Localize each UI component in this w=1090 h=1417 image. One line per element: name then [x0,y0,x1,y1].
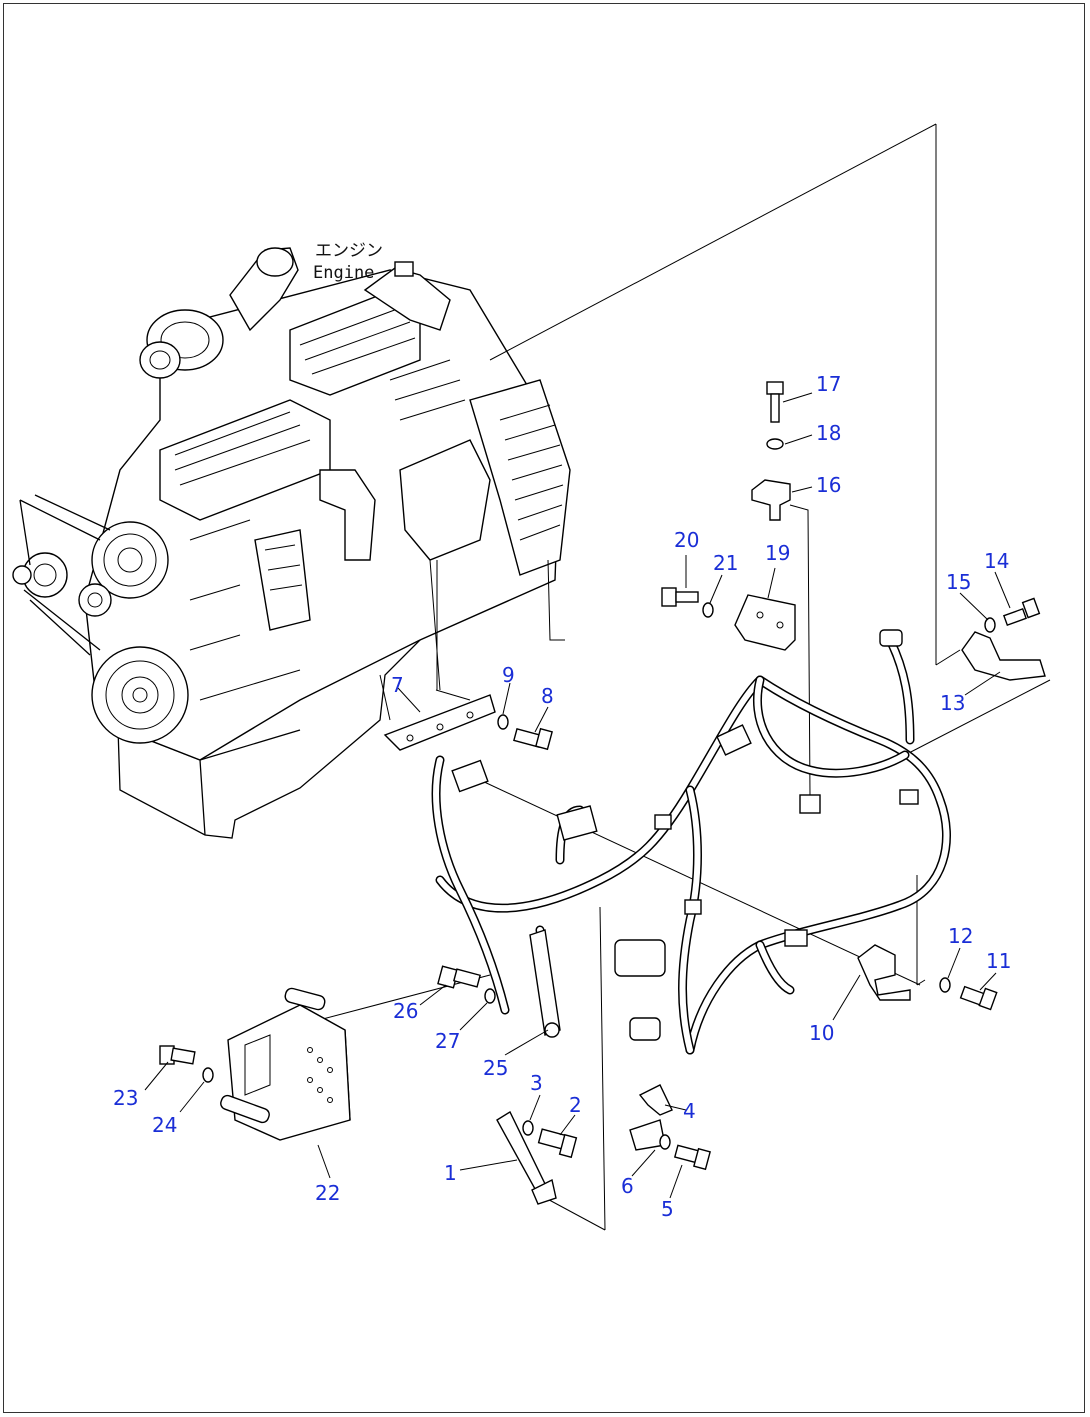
callout-9: 9 [502,663,515,687]
callout-20: 20 [674,528,699,552]
leader-lines [144,392,1011,1199]
callout-3: 3 [530,1071,543,1095]
wiring-harness [431,629,951,1055]
callout-22: 22 [315,1181,340,1205]
callout-13: 13 [940,691,965,715]
parts [159,381,1046,1205]
callout-2: 2 [569,1093,582,1117]
callout-23: 23 [113,1086,138,1110]
callout-11: 11 [986,949,1011,973]
callout-16: 16 [816,473,841,497]
callout-24: 24 [152,1113,177,1137]
callout-18: 18 [816,421,841,445]
callout-19: 19 [765,541,790,565]
callout-27: 27 [435,1029,460,1053]
callout-10: 10 [809,1021,834,1045]
callout-8: 8 [541,684,554,708]
callout-numbers: 1 2 3 4 5 6 7 8 9 10 11 12 13 14 15 16 1… [113,372,1011,1221]
callout-7: 7 [391,673,404,697]
callout-4: 4 [683,1099,696,1123]
callout-21: 21 [713,551,738,575]
callout-15: 15 [946,570,971,594]
callout-25: 25 [483,1056,508,1080]
engine-assembly [12,247,571,839]
callout-6: 6 [621,1174,634,1198]
callout-5: 5 [661,1197,674,1221]
engine-label-jp: エンジン [315,241,383,261]
engine-label-en: Engine [313,263,374,283]
callout-1: 1 [444,1161,457,1185]
callout-14: 14 [984,549,1009,573]
callout-12: 12 [948,924,973,948]
callout-26: 26 [393,999,418,1023]
callout-17: 17 [816,372,841,396]
